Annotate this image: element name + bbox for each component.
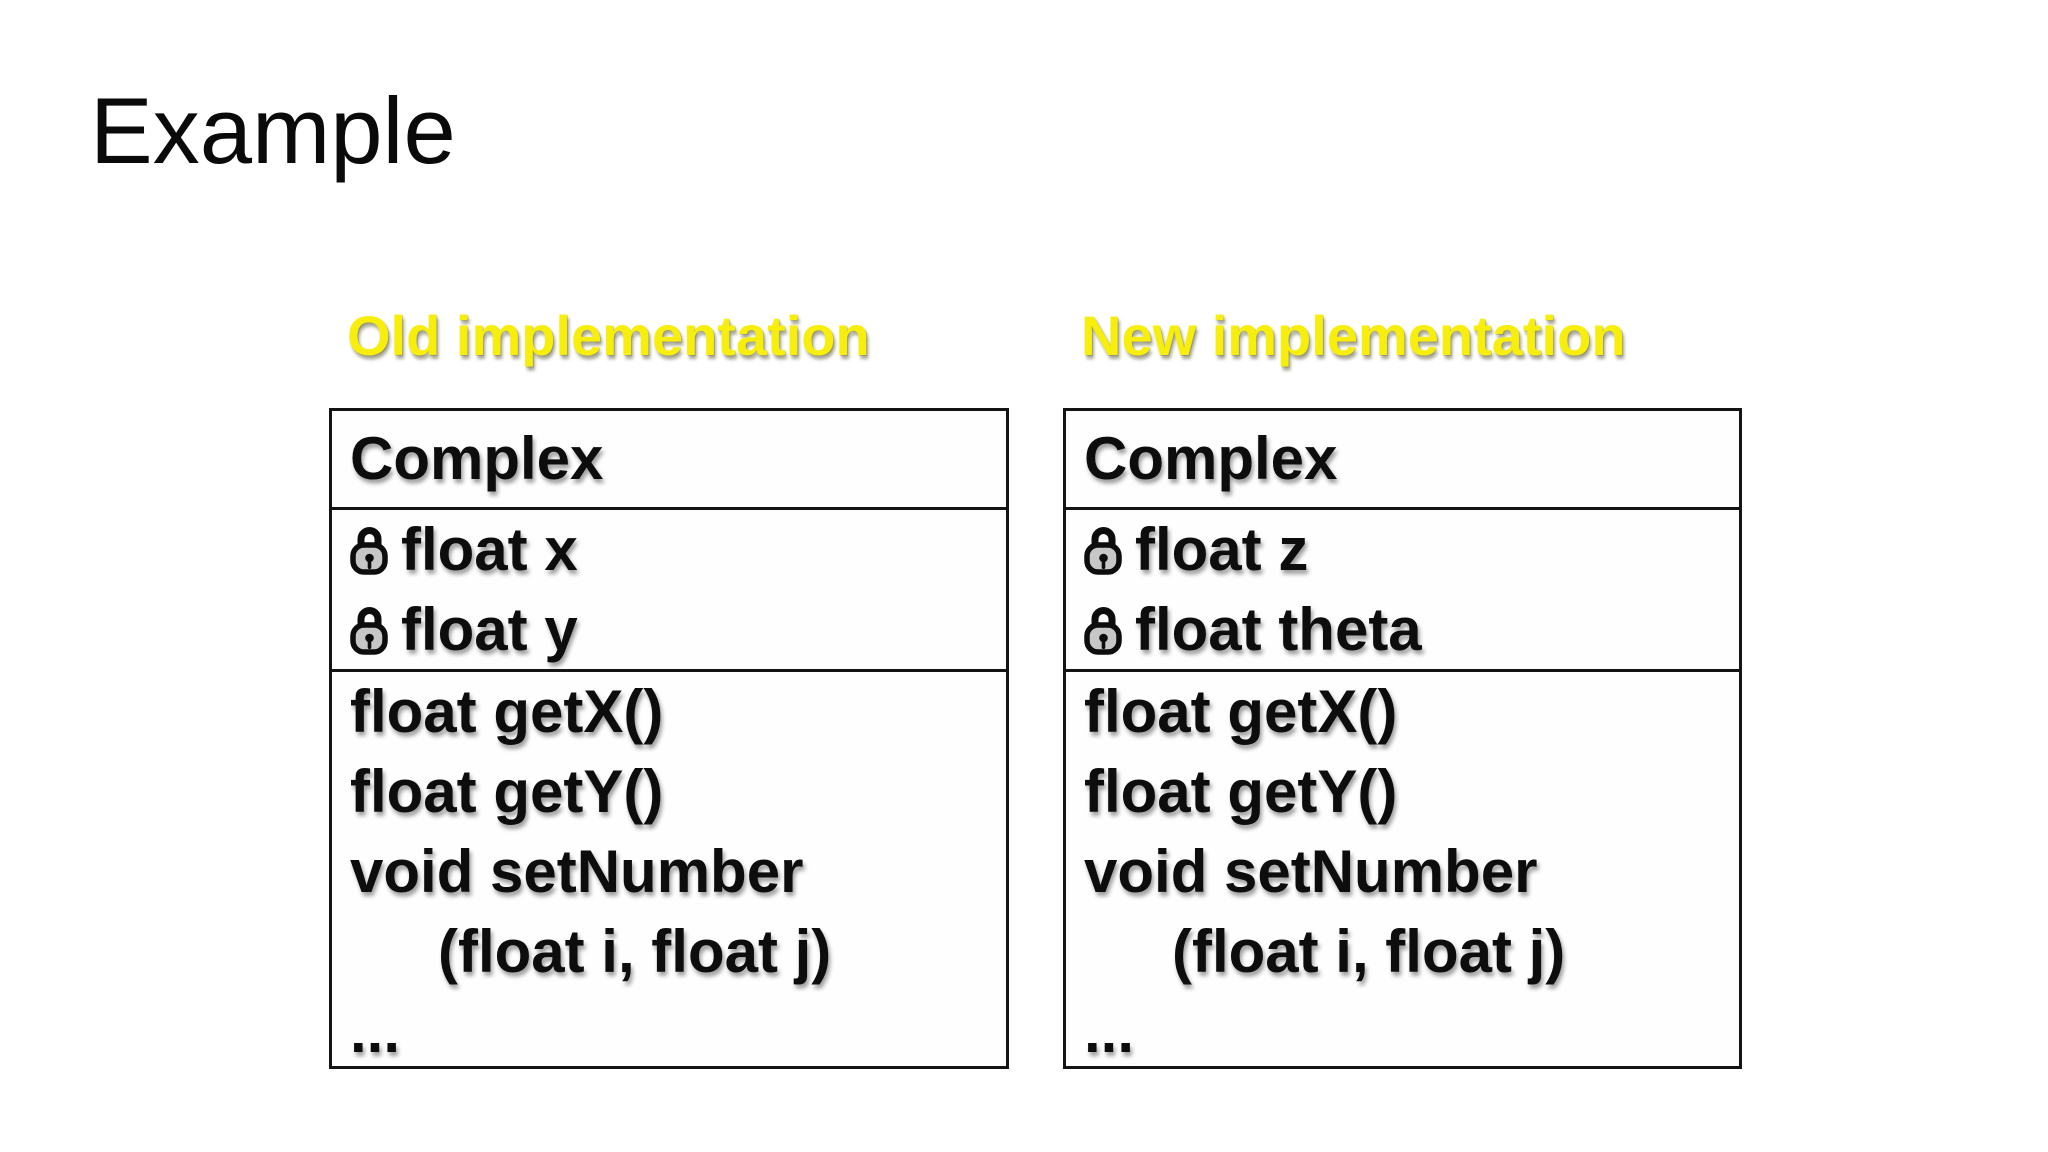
- attribute-label: float x: [401, 516, 578, 583]
- uml-class-box-old: Complex float x: [329, 408, 1009, 1069]
- class-name-compartment: Complex: [332, 411, 1006, 507]
- method-label: void setNumber: [1084, 838, 1538, 905]
- old-implementation-heading: Old implementation: [347, 304, 870, 367]
- method-label: void setNumber: [350, 838, 804, 905]
- attributes-compartment: float z float theta: [1066, 507, 1739, 669]
- attribute-row: float x: [350, 510, 1006, 590]
- method-row: float getX(): [350, 672, 1006, 752]
- attributes-compartment: float x float y: [332, 507, 1006, 669]
- lock-icon: [350, 605, 388, 655]
- ellipsis-label: ...: [350, 998, 401, 1065]
- attribute-row: float theta: [1084, 590, 1739, 669]
- method-row: float getX(): [1084, 672, 1739, 752]
- methods-compartment: float getX() float getY() void setNumber…: [332, 669, 1006, 1066]
- method-row-ellipsis: ...: [350, 992, 1006, 1066]
- attribute-label: float z: [1135, 516, 1309, 583]
- method-row-params: (float i, float j): [1172, 912, 1739, 992]
- attribute-label: float y: [401, 596, 578, 663]
- lock-icon: [1084, 525, 1122, 575]
- method-label: float getY(): [350, 758, 664, 825]
- lock-icon: [1084, 605, 1122, 655]
- class-name-compartment: Complex: [1066, 411, 1739, 507]
- class-name: Complex: [1084, 425, 1338, 492]
- lock-icon: [350, 525, 388, 575]
- method-row: void setNumber: [1084, 832, 1739, 912]
- new-implementation-heading: New implementation: [1081, 304, 1626, 367]
- method-label: (float i, float j): [1172, 918, 1566, 985]
- methods-compartment: float getX() float getY() void setNumber…: [1066, 669, 1739, 1066]
- method-label: float getX(): [350, 678, 664, 745]
- method-row: float getY(): [350, 752, 1006, 832]
- method-label: float getY(): [1084, 758, 1398, 825]
- class-name: Complex: [350, 425, 604, 492]
- method-label: float getX(): [1084, 678, 1398, 745]
- method-row: float getY(): [1084, 752, 1739, 832]
- uml-class-box-new: Complex float z: [1063, 408, 1742, 1069]
- attribute-row: float z: [1084, 510, 1739, 590]
- attribute-row: float y: [350, 590, 1006, 669]
- page-title: Example: [90, 78, 456, 183]
- method-label: (float i, float j): [438, 918, 832, 985]
- method-row-ellipsis: ...: [1084, 992, 1739, 1066]
- attribute-label: float theta: [1135, 596, 1422, 663]
- method-row-params: (float i, float j): [438, 912, 1006, 992]
- ellipsis-label: ...: [1084, 998, 1135, 1065]
- method-row: void setNumber: [350, 832, 1006, 912]
